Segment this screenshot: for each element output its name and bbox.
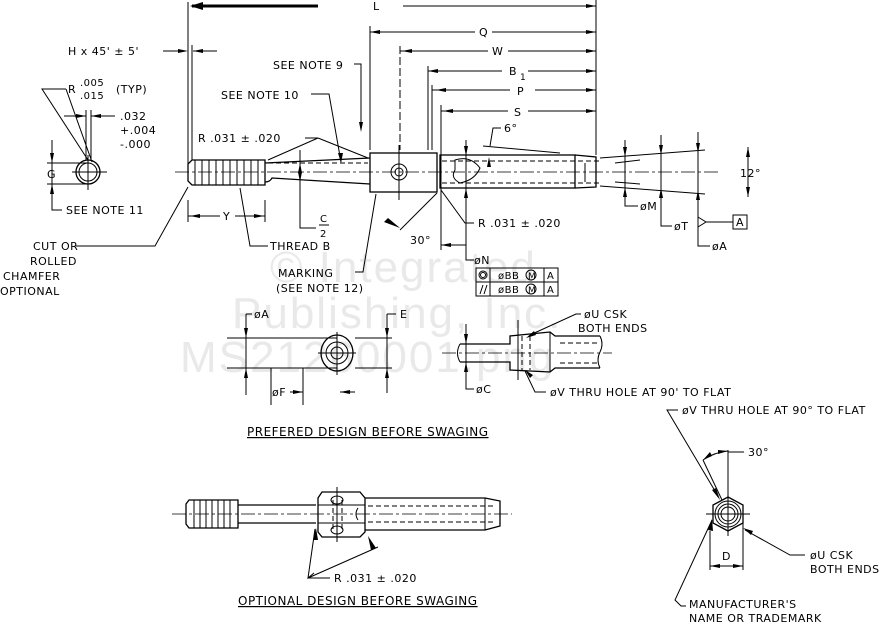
radius-031-label-optional: R .031 ± .020 [334, 572, 417, 585]
preferred-design-title: PREFERED DESIGN BEFORE SWAGING [247, 425, 489, 439]
chamfer-note-line-2: ROLLED [30, 255, 77, 268]
see-note-9-label: SEE NOTE 9 [273, 59, 343, 72]
dim-Q-label: Q [479, 26, 488, 39]
chamfer-note-line-4: OPTIONAL [0, 285, 60, 298]
both-ends-label: BOTH ENDS [578, 322, 648, 335]
feature-control-frame: øBB M A øBB M A [475, 267, 559, 297]
chamfer-note-line-3: CHAMFER [3, 270, 60, 283]
dia-C-label: øC [476, 383, 491, 396]
dia-F-label: øF [272, 386, 286, 399]
dia-A-label: øA [712, 240, 727, 253]
dim-032-label: .032 [120, 110, 147, 123]
name-trademark-label: NAME OR TRADEMARK [689, 612, 822, 625]
tol-minus-label: -.000 [120, 138, 151, 151]
radius-upper-label: .005 [80, 78, 104, 89]
dia-N-label: øN [474, 254, 490, 267]
dia-T-label: øT [674, 220, 688, 233]
tol-plus-label: +.004 [120, 124, 156, 137]
chamfer-h-label: H x 45' ± 5' [68, 45, 139, 58]
typ-label: (TYP) [116, 83, 147, 96]
fcf-datum-1: A [547, 271, 554, 282]
radius-lower-label: .015 [80, 91, 104, 102]
main-part-view: 12° øM øT øA A R .031 ± .020 øN 30° SEE … [0, 59, 761, 298]
u-csk-label-2: øU CSK [810, 549, 853, 562]
v-thru-hole-label: øV THRU HOLE AT 90' TO FLAT [550, 386, 731, 399]
dim-P-label: P [517, 85, 524, 98]
dim-B1-label: B [509, 65, 517, 78]
see-note-12-label: (SEE NOTE 12) [276, 282, 364, 295]
chamfer-note-line-1: CUT OR [33, 240, 78, 253]
radius-031-label-left: R .031 ± .020 [198, 132, 281, 145]
radius-r-label: R [68, 83, 76, 96]
dim-C-denominator: 2 [320, 229, 327, 240]
dim-Y-label: Y [222, 210, 230, 223]
dim-C-label: C [320, 214, 327, 225]
dim-D-label: D [722, 550, 731, 563]
dim-B1-subscript: 1 [520, 73, 526, 83]
taper-angle-label: 6° [504, 122, 518, 135]
watermark: © Integrated Publishing, Inc. MS21260001… [180, 243, 562, 382]
watermark-line-2: Publishing, Inc. [232, 289, 562, 338]
hex-end-view: 30° øV THRU HOLE AT 90° TO FLAT D øU CSK… [666, 404, 880, 625]
radius-031-label-right: R .031 ± .020 [478, 217, 561, 230]
u-csk-label: øU CSK [584, 308, 627, 321]
end-angle-label: 12° [740, 167, 761, 180]
dimension-lines: L Q W B 1 P S 6° [187, 0, 597, 250]
v-thru-hole-label-2: øV THRU HOLE AT 90° TO FLAT [682, 404, 866, 417]
optional-design-view: R .031 ± .020 OPTIONAL DESIGN BEFORE SWA… [172, 487, 512, 608]
thread-lines [194, 160, 259, 185]
see-note-10-label: SEE NOTE 10 [221, 89, 299, 102]
both-ends-label-2: BOTH ENDS [810, 563, 880, 576]
fcf-modifier-2: M [528, 286, 536, 296]
fcf-modifier-1: M [528, 272, 536, 282]
optional-design-title: OPTIONAL DESIGN BEFORE SWAGING [238, 594, 478, 608]
manufacturer-label: MANUFACTURER'S [689, 598, 797, 611]
hex-angle-2-label: 30° [748, 446, 769, 459]
watermark-line-3: MS21260001.png [180, 333, 555, 382]
marking-label: MARKING [278, 267, 333, 280]
see-note-11-label: SEE NOTE 11 [66, 204, 144, 217]
fcf-datum-2: A [547, 285, 554, 296]
dim-S-label: S [514, 106, 521, 119]
dim-E-label: E [400, 308, 407, 321]
dim-G-label: G [47, 168, 56, 181]
dia-M-label: øM [640, 200, 657, 213]
fcf-tolerance-2: øBB [498, 285, 519, 296]
thread-b-label: THREAD B [269, 240, 331, 253]
dim-L-label: L [373, 0, 380, 13]
preferred-design-views: øA E øF øC øU CSK BOTH ENDS øV THRU HOLE… [227, 308, 731, 439]
dim-W-label: W [492, 45, 503, 58]
dia-A2-label: øA [254, 308, 269, 321]
datum-A-label: A [736, 216, 744, 229]
fcf-tolerance-1: øBB [498, 271, 519, 282]
end-view-small: G SEE NOTE 11 R .005 .015 (TYP) .032 +.0… [41, 78, 156, 217]
hex-angle-label: 30° [410, 234, 431, 247]
